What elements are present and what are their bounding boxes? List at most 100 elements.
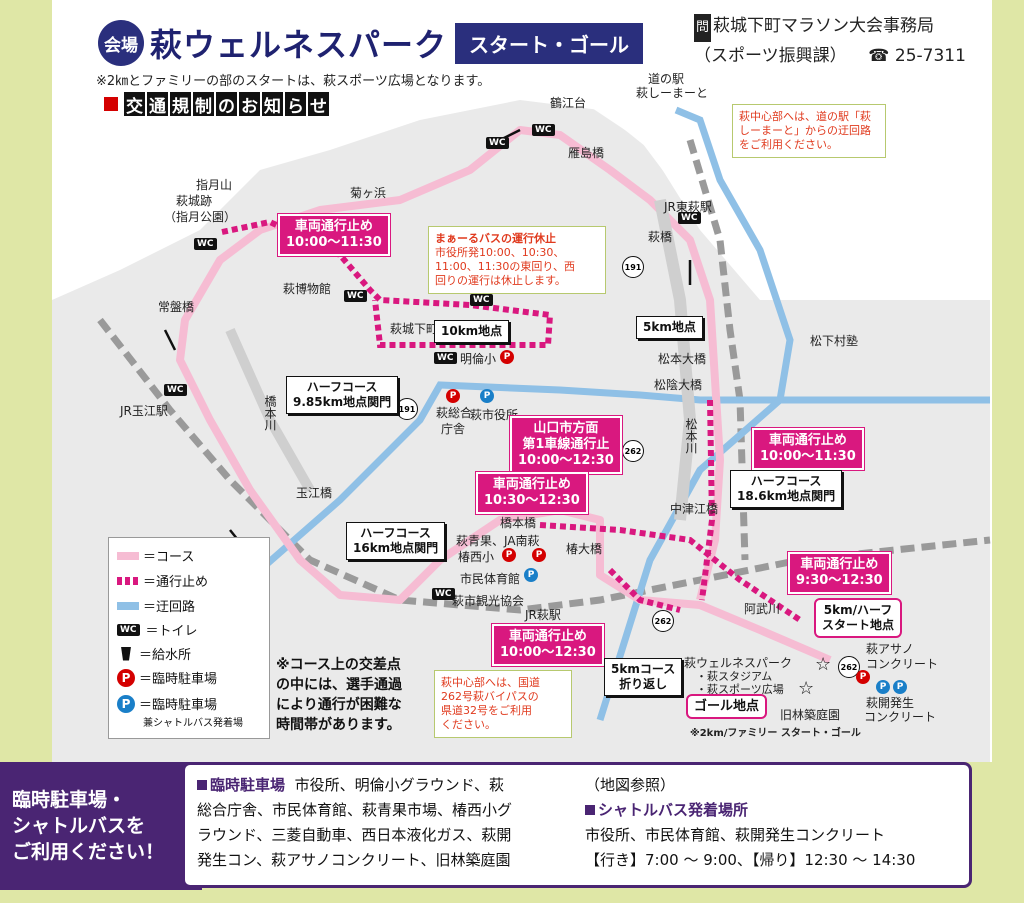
parking-icon: P xyxy=(117,668,135,687)
label-sports: ・萩スポーツ広場 xyxy=(696,683,784,696)
traffic-notice-char: ら xyxy=(285,92,306,117)
closure-south xyxy=(539,522,802,623)
label-ganjima: 雁島橋 xyxy=(568,146,605,160)
traffic-notice-char: 制 xyxy=(193,92,214,117)
title-bar: 会場 萩ウェルネスパーク スタート・ゴール xyxy=(98,20,644,66)
label-jr-hagi: JR萩駅 xyxy=(525,608,561,622)
railway xyxy=(97,317,991,614)
shuttle-parking-icon: P xyxy=(876,680,890,694)
label-hagibashi: 萩橋 xyxy=(648,230,673,244)
traffic-notice-char: お xyxy=(239,92,260,117)
label-sogo2: 庁舎 xyxy=(441,422,466,436)
label-taiikukan: 市民体育館 xyxy=(460,572,521,586)
road-262-south: 262 xyxy=(652,610,674,632)
label-kaihatsu2: コンクリート xyxy=(864,710,937,724)
shuttle-list: （地図参照） シャトルバス発着場所 市役所、市民体育館、萩開発生コンクリート 【… xyxy=(585,776,916,869)
toilet-icon: WC xyxy=(532,124,555,136)
toilet-icon: WC xyxy=(470,294,493,306)
label-matsumotogawa: 松本川 xyxy=(684,418,698,454)
ask-mark: 問 xyxy=(694,14,712,42)
point-turn-5km: 5kmコース折り返し xyxy=(604,658,683,696)
shuttle-parking-icon: P xyxy=(893,680,907,694)
label-family-note: ※2km/ファミリー スタート・ゴール xyxy=(690,728,861,739)
square-bullet-icon xyxy=(197,780,207,790)
label-jr-higashihagi: JR東萩駅 xyxy=(664,200,712,214)
parking-icon: P xyxy=(502,548,516,562)
parking-icon: P xyxy=(446,389,460,403)
label-matsumoto-ohashi: 松本大橋 xyxy=(658,352,707,366)
road-191-west: 191 xyxy=(396,398,418,420)
parking-list: 臨時駐車場 市役所、明倫小グラウンド、萩 総合庁舎、市民体育館、萩青果市場、椿西… xyxy=(197,776,513,869)
label-tsurue: 鶴江台 xyxy=(550,96,587,110)
traffic-notice-char: 規 xyxy=(170,92,191,117)
closure-bypass xyxy=(607,567,681,613)
parking-icon: P xyxy=(500,350,514,364)
label-jokamachi: 萩城下町 xyxy=(390,322,439,336)
label-shoin-ohashi: 松陰大橋 xyxy=(654,378,703,392)
label-kankokyokai: 萩市観光協会 xyxy=(452,594,525,608)
traffic-notice-char: 知 xyxy=(262,92,283,117)
water-cup-icon xyxy=(121,646,131,661)
contact-dept: （スポーツ振興課） xyxy=(694,46,847,66)
center-route-info-top: 萩中心部へは、道の駅「萩しーまーと」からの迂回路をご利用ください。 xyxy=(732,104,886,158)
road-262-east: 262 xyxy=(838,656,860,678)
railway-east xyxy=(686,138,749,561)
contact-info: 問萩城下町マラソン大会事務局 （スポーツ振興課） ☎ 25-7311 xyxy=(694,12,966,70)
start-star-icon: ☆ xyxy=(815,654,832,675)
point-start: 5km/ハーフスタート地点 xyxy=(814,598,903,638)
label-tokiwa: 常盤橋 xyxy=(158,300,195,314)
shuttle-parking-icon: P xyxy=(117,694,135,713)
label-hashimotobashi: 橋本橋 xyxy=(500,516,537,530)
road-191-north: 191 xyxy=(622,256,644,278)
goal-star-icon: ☆ xyxy=(798,678,815,699)
bottom-callout: 臨時駐車場・シャトルバスをご利用ください！ xyxy=(0,762,202,890)
parking-icon: P xyxy=(856,670,870,684)
map-legend: ＝コース ＝通行止め ＝迂回路 WC＝トイレ ＝給水所 P＝臨時駐車場 P＝臨時… xyxy=(108,537,270,739)
point-goal: ゴール地点 xyxy=(686,694,768,719)
road-262-center: 262 xyxy=(622,440,644,462)
label-sogo: 萩総合 xyxy=(436,406,473,420)
toilet-icon: WC xyxy=(164,384,187,396)
traffic-notice-char: 交 xyxy=(124,92,145,117)
shuttle-parking-icon: P xyxy=(524,568,538,582)
label-hagijo: 萩城跡 xyxy=(176,194,213,208)
label-michinoeki2: 萩しーまーと xyxy=(636,86,709,100)
label-asano1: 萩アサノ xyxy=(866,642,914,656)
label-nakatsue: 中津江橋 xyxy=(670,502,719,516)
detour-road-2 xyxy=(596,106,794,722)
label-tsubakinishi: 椿西小 xyxy=(458,550,495,564)
river-matsumoto xyxy=(654,198,697,521)
label-michinoeki: 道の駅 xyxy=(648,72,685,86)
square-bullet-icon xyxy=(585,805,595,815)
label-meirin: 明倫小 xyxy=(460,352,497,366)
crossing-note: ※コース上の交差点の中には、選手通過により通行が困難な時間帯があります。 xyxy=(276,657,402,733)
toilet-icon: WC xyxy=(194,238,217,250)
start-note: ※2㎞とファミリーの部のスタートは、萩スポーツ広場となります。 xyxy=(96,74,491,89)
point-10km: 10km地点 xyxy=(434,320,510,343)
course-swatch xyxy=(117,551,139,560)
contact-org: 萩城下町マラソン大会事務局 xyxy=(713,16,935,36)
toilet-icon: WC xyxy=(117,623,140,636)
label-kyurin: 旧林築庭園 xyxy=(780,708,841,722)
traffic-notice-char: せ xyxy=(308,92,329,117)
contact-phone: ☎ 25-7311 xyxy=(868,46,966,66)
venue-badge: 会場 xyxy=(98,20,144,66)
label-asano2: コンクリート xyxy=(866,657,939,671)
label-atogawa: 阿武川 xyxy=(744,602,781,616)
label-stadium: ・萩スタジアム xyxy=(696,670,773,683)
river-hashimoto xyxy=(225,327,315,493)
toilet-icon: WC xyxy=(432,588,455,600)
sea-area xyxy=(52,0,990,290)
closure-west xyxy=(221,218,554,348)
closure-east xyxy=(699,399,716,601)
label-shiyakusho: 萩市役所 xyxy=(470,408,519,422)
traffic-notice-char: の xyxy=(216,92,237,117)
